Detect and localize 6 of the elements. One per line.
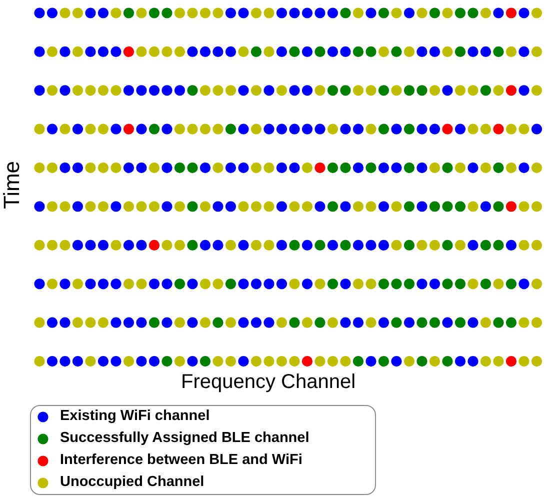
axis-label: Frequency Channel [181, 371, 356, 394]
legend-label: Interference between BLE and WiFi [60, 452, 302, 469]
legend-label: Existing WiFi channel [60, 408, 210, 425]
legend-label: Unoccupied Channel [60, 474, 204, 491]
legend-label: Successfully Assigned BLE channel [60, 430, 310, 447]
axis-label: Time [0, 160, 26, 210]
